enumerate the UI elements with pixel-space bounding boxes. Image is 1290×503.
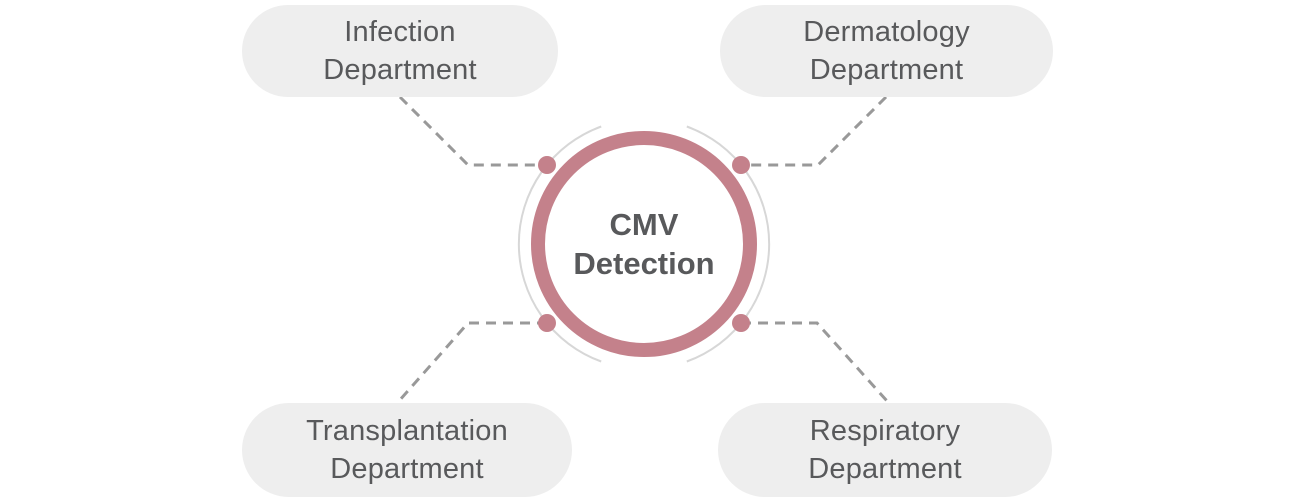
hub-label-line1: CMV — [609, 207, 679, 242]
connector-dot-top-left — [538, 156, 556, 174]
node-infection-department: Infection Department — [242, 5, 558, 97]
connector-line-top-right — [741, 95, 888, 167]
connector-dot-bottom-left — [538, 314, 556, 332]
outer-circle-right-arc — [686, 125, 771, 363]
node-label-line: Respiratory — [809, 415, 961, 447]
node-transplantation-department: Transplantation Department — [242, 403, 572, 497]
connector-line-bottom-right — [741, 321, 889, 403]
hub-label-line2: Detection — [573, 246, 715, 281]
connector-line-top-left — [398, 95, 547, 167]
node-respiratory-department: Respiratory Department — [718, 403, 1052, 497]
outer-circle-left-arc — [517, 125, 602, 363]
hub-label: CMV Detection — [573, 205, 714, 283]
node-label-line: Dermatology — [803, 16, 970, 48]
node-label-line: Department — [330, 453, 484, 485]
node-dermatology-department: Dermatology Department — [720, 5, 1053, 97]
node-label-line: Department — [808, 453, 962, 485]
node-label-line: Department — [809, 54, 964, 86]
connector-line-bottom-left — [397, 321, 547, 402]
hub-ring — [531, 131, 757, 357]
connector-dot-top-right — [732, 156, 750, 174]
node-label-line: Infection — [344, 16, 456, 48]
node-label-line: Transplantation — [306, 415, 508, 447]
node-label-line: Department — [323, 54, 477, 86]
connector-dot-bottom-right — [732, 314, 750, 332]
